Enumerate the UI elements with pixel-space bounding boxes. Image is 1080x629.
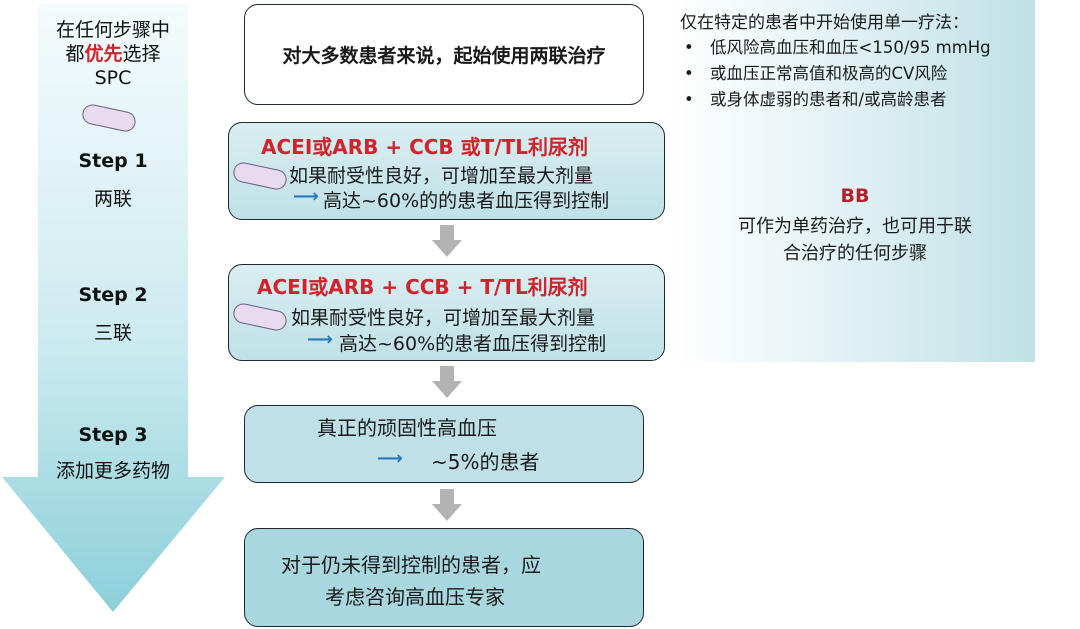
initial-dual-therapy-box: 对大多数患者来说，起始使用两联治疗	[244, 4, 644, 105]
bullet-icon: •	[684, 38, 694, 57]
referral-line1: 对于仍未得到控制的患者，应	[281, 553, 541, 577]
bb-desc-line: 合治疗的任何步骤	[783, 243, 927, 264]
step1-line1: 如果耐受性良好，可增加至最大剂量	[289, 165, 594, 187]
bullet-icon: •	[684, 64, 694, 83]
arrow-right-icon: ⟶	[293, 186, 319, 207]
initial-therapy-text: 对大多数患者来说，起始使用两联治疗	[282, 45, 606, 67]
pill-icon	[231, 160, 289, 192]
intro-line-3: SPC	[94, 67, 132, 89]
step2-box: ACEI或ARB + CCB + T/TL利尿剂 如果耐受性良好，可增加至最大剂…	[228, 264, 665, 361]
bullet-text: 或血压正常高值和极高的CV风险	[710, 64, 948, 83]
resistant-hypertension-box: 真正的顽固性高血压 ⟶ ~5%的患者	[244, 405, 644, 483]
monotherapy-bullet: • 低风险高血压和血压<150/95 mmHg	[684, 34, 991, 58]
step2-sub: 三联	[93, 322, 132, 344]
intro-line-2: 都优先选择	[33, 42, 193, 66]
referral-line2: 考虑咨询高血压专家	[325, 585, 505, 609]
bb-title: BB	[840, 185, 870, 207]
resistant-line1: 真正的顽固性高血压	[317, 416, 497, 440]
step3-sub: 添加更多药物	[55, 460, 170, 482]
priority-highlight: 优先	[84, 43, 123, 65]
bullet-text: 低风险高血压和血压<150/95 mmHg	[710, 38, 991, 57]
bullet-icon: •	[684, 90, 694, 109]
step1-title: ACEI或ARB + CCB 或T/TL利尿剂	[261, 135, 588, 159]
intro-text: 选择	[122, 43, 161, 65]
intro-line-1: 在任何步骤中	[55, 19, 170, 41]
monotherapy-bullet: • 或身体虚弱的患者和/或高龄患者	[684, 86, 947, 110]
monotherapy-bullet: • 或血压正常高值和极高的CV风险	[684, 60, 947, 84]
step1-sub: 两联	[93, 188, 132, 210]
step1-line2: 高达~60%的的患者血压得到控制	[323, 190, 610, 212]
down-arrow-icon	[432, 489, 462, 521]
down-arrow-icon	[432, 225, 462, 257]
step2-line2: 高达~60%的患者血压得到控制	[339, 333, 607, 355]
bb-description: 可作为单药治疗，也可用于联 合治疗的任何步骤	[700, 213, 1010, 267]
step2-title: ACEI或ARB + CCB + T/TL利尿剂	[257, 275, 588, 299]
monotherapy-panel	[671, 0, 1035, 362]
step1-box: ACEI或ARB + CCB 或T/TL利尿剂 如果耐受性良好，可增加至最大剂量…	[228, 122, 665, 220]
step2-label: Step 2	[78, 284, 148, 306]
step2-line1: 如果耐受性良好，可增加至最大剂量	[291, 307, 596, 329]
step3-label: Step 3	[78, 424, 148, 446]
process-direction-arrow	[2, 4, 225, 612]
intro-text: 都	[65, 43, 85, 65]
bullet-text: 或身体虚弱的患者和/或高龄患者	[710, 90, 947, 109]
pill-icon	[231, 301, 289, 333]
bb-desc-line: 可作为单药治疗，也可用于联	[738, 216, 972, 237]
step1-label: Step 1	[78, 150, 148, 172]
arrow-right-icon: ⟶	[307, 329, 333, 350]
arrow-right-icon: ⟶	[377, 448, 403, 469]
monotherapy-header: 仅在特定的患者中开始使用单一疗法：	[680, 13, 969, 33]
spc-preference-note: 在任何步骤中 都优先选择 SPC	[33, 18, 193, 90]
resistant-line2: ~5%的患者	[431, 450, 540, 474]
specialist-referral-box: 对于仍未得到控制的患者，应 考虑咨询高血压专家	[244, 528, 644, 627]
down-arrow-icon	[432, 366, 462, 398]
